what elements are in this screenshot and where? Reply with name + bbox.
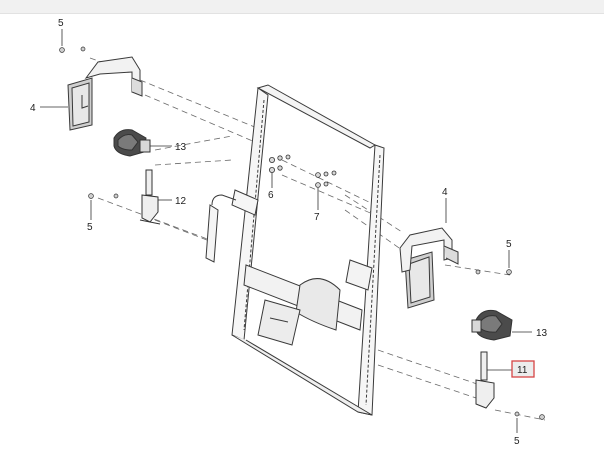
right-mirror-fasteners[interactable] xyxy=(475,269,512,275)
callout-5-right[interactable]: 5 xyxy=(506,239,512,250)
top-toolbar-strip xyxy=(0,0,604,14)
callout-7[interactable]: 7 xyxy=(314,212,320,223)
left-mirror[interactable] xyxy=(67,56,143,131)
callout-labels: 5 4 13 12 5 6 7 4 5 13 11 5 xyxy=(30,18,548,447)
right-lamp-bracket[interactable] xyxy=(475,351,495,409)
cab-frame[interactable] xyxy=(205,84,385,416)
left-mirror-fasteners[interactable] xyxy=(59,46,86,53)
callout-6[interactable]: 6 xyxy=(268,190,274,201)
callout-5-top-left[interactable]: 5 xyxy=(58,18,64,29)
callout-12[interactable]: 12 xyxy=(175,196,187,207)
left-lamp[interactable] xyxy=(113,129,151,157)
callout-11[interactable]: 11 xyxy=(517,365,528,376)
leader-lines xyxy=(40,29,532,433)
callout-5-bottom[interactable]: 5 xyxy=(514,436,520,447)
left-lamp-bracket[interactable] xyxy=(139,169,161,225)
highlighted-callout[interactable]: 11 xyxy=(511,360,535,378)
callout-4-left[interactable]: 4 xyxy=(30,103,36,114)
right-lamp[interactable] xyxy=(471,309,513,341)
callout-13-right[interactable]: 13 xyxy=(536,328,548,339)
assembly-dash-lines xyxy=(89,57,546,421)
frame-bolts[interactable] xyxy=(268,154,337,188)
callout-4-right[interactable]: 4 xyxy=(442,187,448,198)
left-bolts[interactable] xyxy=(88,193,119,199)
right-bolts[interactable] xyxy=(514,411,545,420)
right-mirror[interactable] xyxy=(399,227,459,309)
callout-13-left[interactable]: 13 xyxy=(175,142,187,153)
callout-5-left[interactable]: 5 xyxy=(87,222,93,233)
